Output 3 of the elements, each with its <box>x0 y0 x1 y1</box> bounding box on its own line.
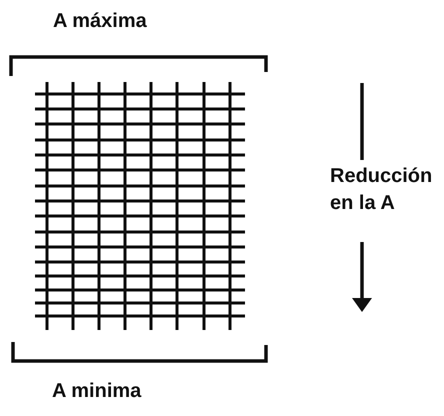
side-label: Reducción en la A <box>330 164 434 216</box>
bottom-label: A minima <box>52 379 142 404</box>
top-label: A máxima <box>53 9 147 34</box>
